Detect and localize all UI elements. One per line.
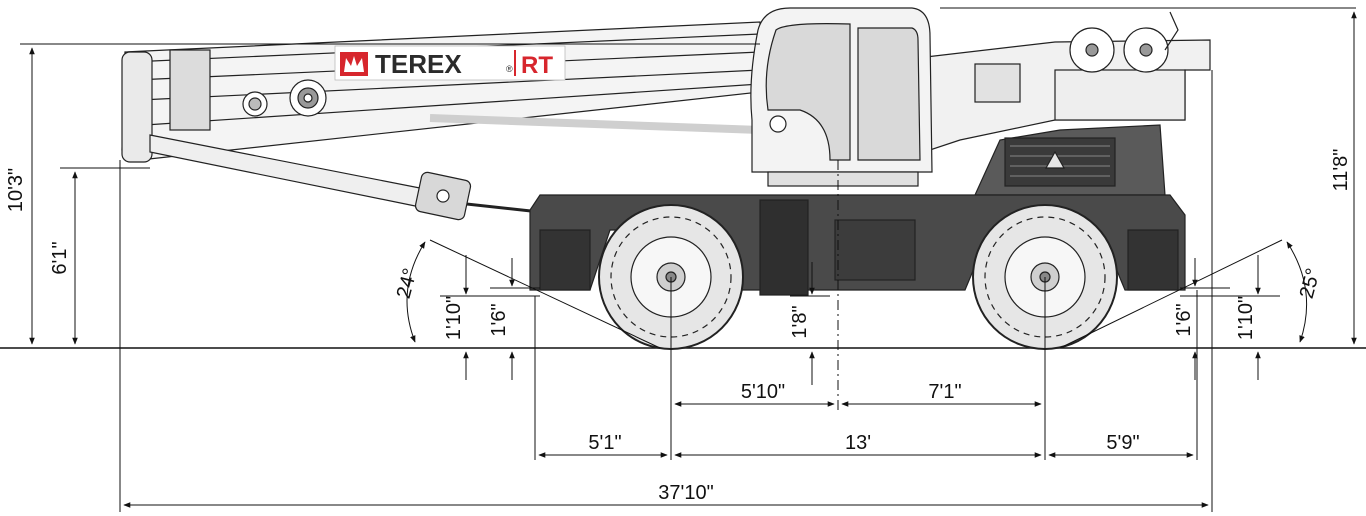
brand-name: TEREX [375, 49, 462, 79]
dimension-lines [20, 7, 1357, 512]
label-overall-height-right: 11'8" [1330, 149, 1352, 192]
crane-illustration: TEREX ® RT [121, 7, 1211, 350]
lift-cylinder [149, 134, 541, 221]
label-rear-overhang: 5'9" [1106, 432, 1139, 454]
brand-registered: ® [506, 64, 513, 74]
label-ground-clearance: 1'8" [789, 305, 811, 338]
label-overall-height-left: 10'3" [5, 168, 27, 212]
label-approach-angle: 24° [393, 266, 422, 301]
label-wheelbase: 13' [845, 432, 871, 454]
label-rear-clearance-inner: 1'6" [1173, 303, 1195, 336]
label-boom-pivot-height: 6'1" [49, 241, 71, 274]
brand-model: RT [521, 52, 553, 79]
brand-logo: TEREX ® RT [334, 45, 566, 81]
label-overall-length: 37'10" [658, 482, 713, 504]
label-front-clearance-outer: 1'10" [443, 296, 465, 340]
label-front-axle-to-center: 5'10" [741, 381, 785, 403]
label-front-overhang: 5'1" [588, 432, 621, 454]
label-departure-angle: 25° [1296, 266, 1325, 301]
label-front-clearance-inner: 1'6" [488, 303, 510, 336]
superstructure [899, 11, 1211, 151]
label-rear-clearance-outer: 1'10" [1235, 296, 1257, 340]
engine-housing [974, 124, 1166, 196]
label-center-to-rear-axle: 7'1" [928, 381, 961, 403]
boom [121, 21, 761, 163]
operator-cab [750, 7, 933, 187]
